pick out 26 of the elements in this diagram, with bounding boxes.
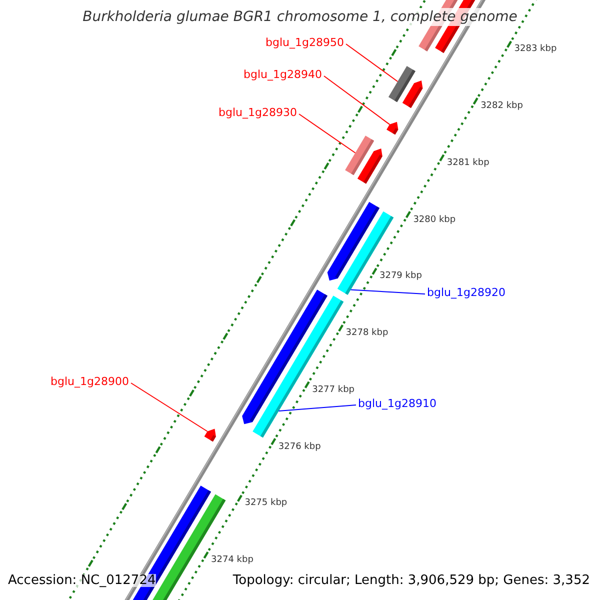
gene-label: bglu_1g28900 [50,376,129,387]
scale-label: 3282 kbp [480,102,523,112]
gene-label: bglu_1g28910 [358,398,436,409]
scale-label: 3277 kbp [312,386,355,395]
scale-label: 3281 kbp [446,158,490,168]
leader-line [278,404,356,412]
scale-label: 3279 kbp [380,272,422,282]
gene-bar [388,66,416,102]
scale-label: 3283 kbp [514,45,557,54]
genome-summary-text: Topology: circular; Length: 3,906,529 bp; Genes: 3,352 [232,574,590,587]
scale-label: 3278 kbp [346,329,388,338]
scale-label: 3280 kbp [413,216,456,225]
gene-label: bglu_1g28950 [266,37,344,48]
scale-label: 3275 kbp [244,499,288,508]
gene-bar [386,122,398,135]
leader-line [298,114,356,154]
leader-line [324,76,390,125]
accession-text: Accession: NC_012724 [8,574,156,587]
gene-bar [345,136,374,176]
leader-line [346,44,398,82]
leader-line [130,382,208,432]
gene-label: bglu_1g28920 [427,287,506,298]
gene-bar [204,428,216,442]
gene-label: bglu_1g28940 [244,69,322,80]
gene-label: bglu_1g28930 [218,107,297,118]
scale-label: 3274 kbp [211,556,254,566]
